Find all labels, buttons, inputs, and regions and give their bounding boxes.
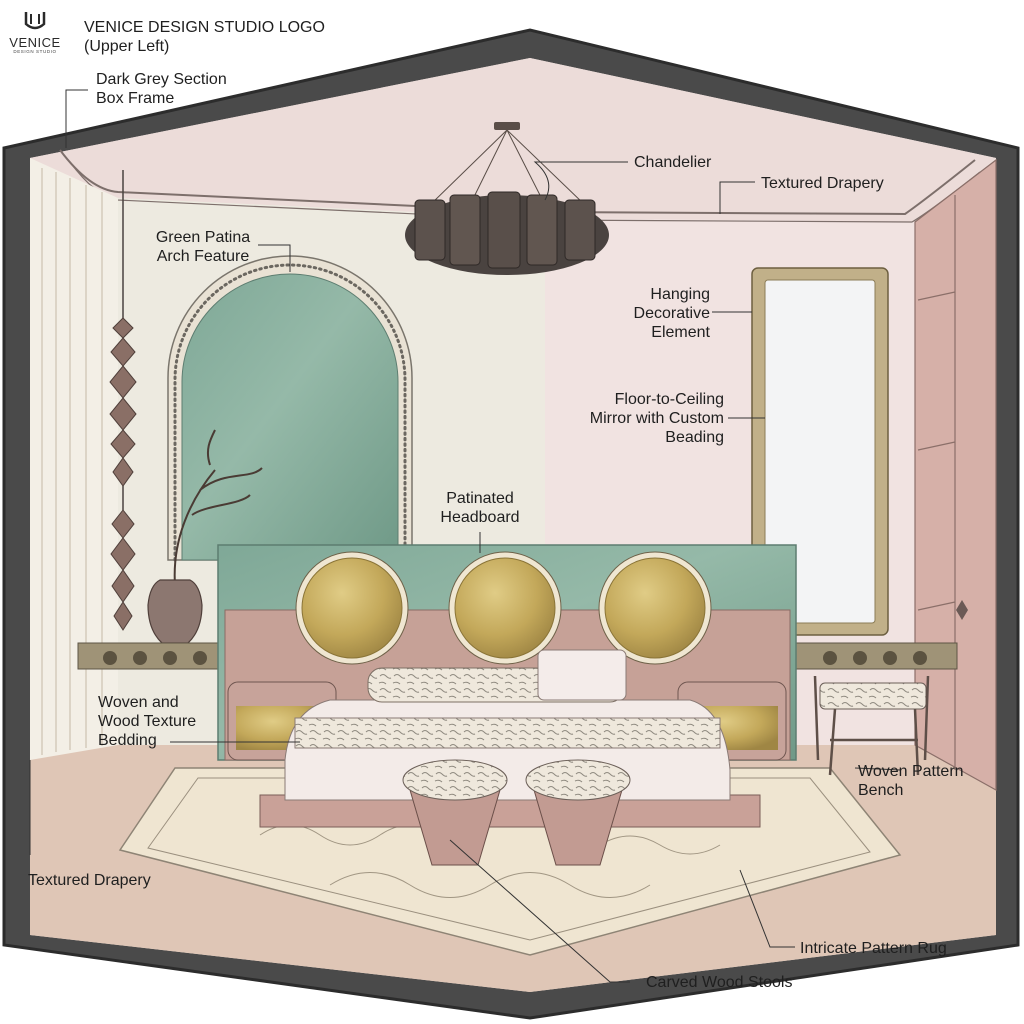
- left-shelf: [77, 642, 229, 670]
- rug-label: Intricate Pattern Rug: [800, 940, 947, 957]
- right-shelf: [794, 642, 958, 670]
- logo-caption-label: VENICE DESIGN STUDIO LOGO (Upper Left): [84, 19, 325, 55]
- crown-molding: [59, 149, 976, 216]
- mirror-label: Floor-to-Ceiling Mirror with Custom Bead…: [589, 391, 724, 446]
- stools-label: Carved Wood Stools: [646, 974, 793, 991]
- wardrobe: [914, 158, 997, 792]
- drapery-top-label: Textured Drapery: [761, 175, 884, 192]
- logo-tagline: DESIGN STUDIO: [13, 49, 57, 54]
- venice-logo-icon: [24, 12, 46, 30]
- vase: [147, 579, 203, 644]
- carved-stools: [402, 759, 631, 866]
- left-drapery: [30, 158, 118, 760]
- branch-decor: [173, 429, 263, 586]
- drapery-left-label: Textured Drapery: [28, 872, 151, 889]
- chandelier-label: Chandelier: [634, 154, 712, 171]
- leader-lines: [29, 89, 901, 983]
- patina-arch: [167, 255, 413, 562]
- beaded-mirror: [751, 267, 889, 636]
- ceiling: [30, 58, 996, 222]
- chandelier: [405, 122, 609, 275]
- bench-label: Woven Pattern Bench: [858, 763, 964, 799]
- hanging-decorative-element: [109, 170, 137, 631]
- headboard-label: Patinated Headboard: [440, 490, 520, 526]
- hanging-element-label: Hanging Decorative Element: [633, 286, 710, 341]
- frame-label: Dark Grey Section Box Frame: [96, 71, 227, 107]
- logo-wordmark: VENICE: [9, 35, 61, 50]
- arch-label: Green Patina Arch Feature: [155, 229, 251, 265]
- bedding-label: Woven and Wood Texture Bedding: [98, 694, 197, 749]
- woven-bench: [813, 675, 930, 776]
